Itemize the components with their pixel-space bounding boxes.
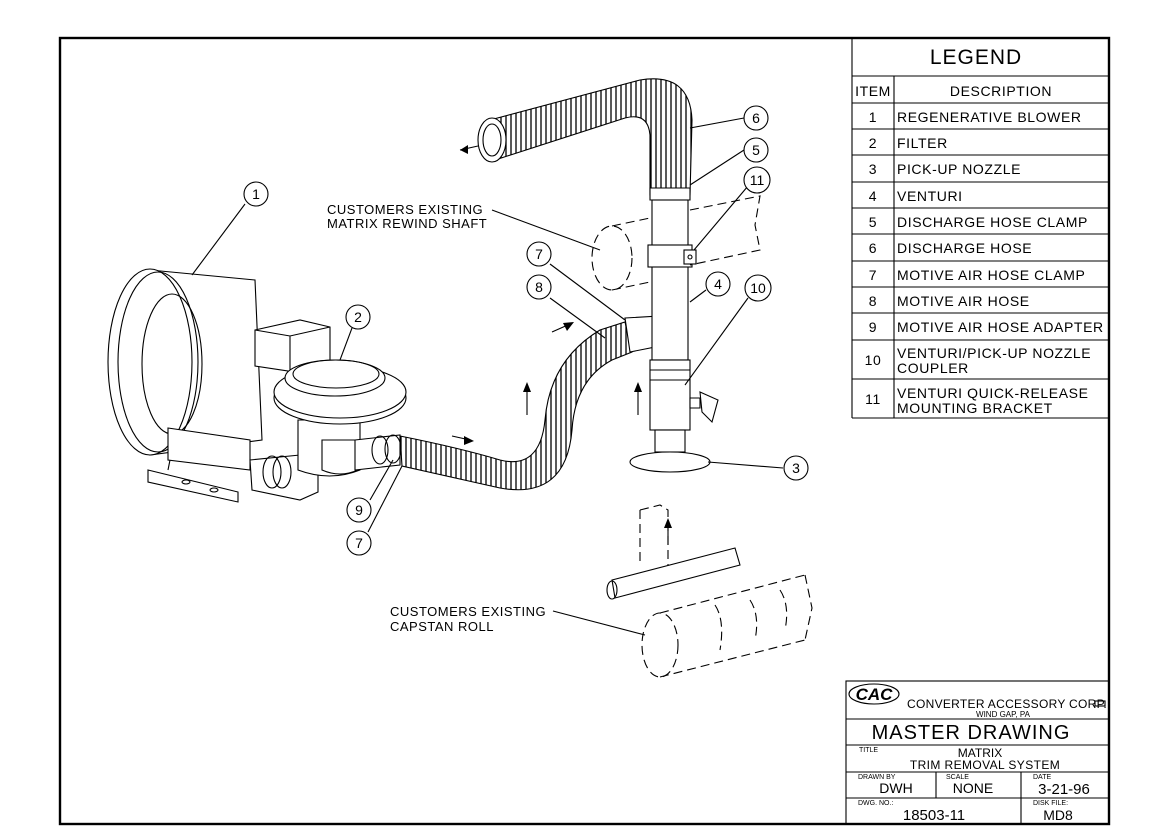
legend-item-description: MOTIVE AIR HOSE: [897, 293, 1030, 309]
scale-label: SCALE: [946, 774, 969, 781]
company-name: CONVERTER ACCESSORY CORP.: [907, 697, 1107, 711]
legend-item-description: VENTURI QUICK-RELEASE: [897, 385, 1089, 401]
legend-item-number: 9: [869, 319, 877, 335]
callout-1: 1: [243, 181, 269, 207]
drawing-border: [58, 36, 1111, 826]
capstan-roll-note-line1: CUSTOMERS EXISTING: [390, 604, 546, 619]
legend-item-number: 7: [869, 267, 877, 283]
leader-lines: [191, 117, 784, 636]
callout-number: 4: [714, 276, 722, 292]
callout-3: 3: [783, 455, 809, 481]
flow-arrows: [451, 322, 642, 445]
drawn-by-label: DRAWN BY: [858, 774, 896, 781]
title-block: CAC CONVERTER ACCESSORY CORP. WIND GAP, …: [845, 680, 1110, 825]
legend-item-description: MOTIVE AIR HOSE CLAMP: [897, 267, 1085, 283]
dwg-no-label: DWG. NO.:: [858, 800, 893, 807]
cac-logo: CAC: [848, 683, 900, 705]
legend-item-description: FILTER: [897, 135, 948, 151]
legend-item-number: 4: [869, 188, 877, 204]
capstan-roll-note-line2: CAPSTAN ROLL: [390, 619, 494, 634]
legend-item-description: VENTURI: [897, 188, 963, 204]
legend-item-number: 5: [869, 214, 877, 230]
legend-item-number: 1: [869, 109, 877, 125]
legend-item-number: 3: [869, 161, 877, 177]
scale-value: NONE: [953, 780, 993, 796]
drawing-title-line1: MATRIX: [958, 746, 1002, 760]
callout-4: 4: [705, 271, 731, 297]
callout-number: 9: [355, 502, 363, 518]
legend-item-description: MOTIVE AIR HOSE ADAPTER: [897, 319, 1104, 335]
disk-file-value: MD8: [1043, 807, 1073, 823]
date-label: DATE: [1033, 774, 1051, 781]
legend-item-number: 10: [865, 352, 882, 368]
callout-9: 9: [346, 497, 372, 523]
legend-item-description-line2: MOUNTING BRACKET: [897, 400, 1053, 416]
logo-text: CAC: [856, 685, 894, 704]
callout-6: 6: [743, 105, 769, 131]
legend-item-number: 8: [869, 293, 877, 309]
disk-file-label: DISK FILE:: [1033, 800, 1068, 807]
rewind-shaft-note-line1: CUSTOMERS EXISTING: [327, 202, 483, 217]
callout-number: 6: [752, 110, 760, 126]
drawing-title-line2: TRIM REMOVAL SYSTEM: [910, 758, 1060, 772]
legend-item-number: 2: [869, 135, 877, 151]
callout-number: 2: [354, 309, 362, 325]
legend-item-description: PICK-UP NOZZLE: [897, 161, 1021, 177]
legend-title: LEGEND: [930, 46, 1022, 69]
callout-number: 11: [750, 172, 765, 188]
rewind-shaft-note-line2: MATRIX REWIND SHAFT: [327, 216, 487, 231]
title-label: TITLE: [859, 747, 878, 754]
dwg-no-value: 18503-11: [903, 807, 965, 824]
callout-5: 5: [743, 137, 769, 163]
callout-number: 3: [792, 460, 800, 476]
callout-number: 10: [750, 280, 766, 296]
legend-item-description: VENTURI/PICK-UP NOZZLE: [897, 345, 1091, 361]
company-location: WIND GAP, PA: [976, 710, 1031, 719]
callout-number: 5: [752, 142, 760, 158]
callout-2: 2: [345, 304, 371, 330]
legend-item-number: 6: [869, 240, 877, 256]
callout-11: 11: [743, 166, 771, 194]
callout-7-top: 7: [526, 241, 552, 267]
legend-table: LEGEND ITEM DESCRIPTION 1 REGENERATIVE B…: [851, 38, 1109, 419]
drawn-by-value: DWH: [879, 780, 912, 796]
date-value: 3-21-96: [1038, 781, 1090, 798]
legend-item-number: 11: [865, 391, 881, 407]
legend-item-description: DISCHARGE HOSE: [897, 240, 1032, 256]
legend-header-description: DESCRIPTION: [950, 83, 1052, 99]
callout-7-bottom: 7: [346, 530, 372, 556]
callout-10: 10: [744, 274, 772, 302]
legend-item-description: DISCHARGE HOSE CLAMP: [897, 214, 1088, 230]
isometric-drawing: 1 2 3 4 5 6 7 8: [107, 78, 813, 678]
legend-item-description: REGENERATIVE BLOWER: [897, 109, 1082, 125]
venturi-illustration: [629, 187, 719, 473]
filter-illustration: [273, 359, 407, 477]
capstan-roll-illustration: [606, 504, 813, 678]
callout-number: 1: [252, 186, 260, 202]
callout-number: 7: [355, 535, 363, 551]
legend-header-item: ITEM: [855, 83, 891, 99]
regenerative-blower-illustration: [107, 268, 331, 503]
callout-number: 7: [535, 246, 543, 262]
legend-item-description-line2: COUPLER: [897, 360, 969, 376]
motive-air-hose-illustration: [399, 315, 665, 491]
matrix-rewind-shaft-illustration: [591, 195, 761, 291]
callout-number: 8: [535, 279, 543, 295]
drawing-type: MASTER DRAWING: [872, 722, 1071, 744]
callout-8: 8: [526, 274, 552, 300]
discharge-hose-illustration: [459, 78, 693, 196]
